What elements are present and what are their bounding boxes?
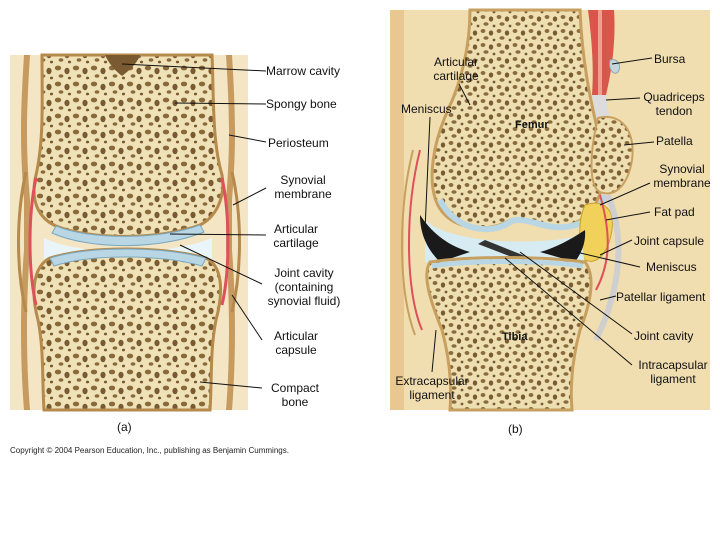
label-extracapsular-ligament: Extracapsular ligament — [394, 374, 470, 402]
label-synovial-membrane-line2: membrane — [266, 187, 340, 201]
label-joint-cavity-a-line2: (containing — [262, 280, 346, 294]
upper-bone — [34, 55, 223, 236]
label-compact-bone-line1: Compact — [266, 381, 324, 395]
label-bursa: Bursa — [654, 52, 685, 66]
label-synovial-membrane-line1: Synovial — [266, 173, 340, 187]
caption-panel-a: (a) — [117, 420, 132, 434]
label-joint-capsule: Joint capsule — [634, 234, 704, 248]
label-articular-capsule: Articular capsule — [266, 329, 326, 357]
label-meniscus-left: Meniscus — [401, 102, 452, 116]
copyright-text: Copyright © 2004 Pearson Education, Inc.… — [10, 444, 289, 458]
label-tibia: Tibia — [502, 330, 527, 344]
label-joint-cavity-b: Joint cavity — [634, 329, 693, 343]
label-femur: Femur — [515, 118, 549, 132]
caption-panel-b: (b) — [508, 422, 523, 436]
label-periosteum: Periosteum — [268, 136, 329, 150]
label-quadriceps-line1: Quadriceps — [638, 90, 710, 104]
label-synovial-membrane-b: Synovial membrane — [650, 162, 714, 190]
label-joint-cavity-a-line1: Joint cavity — [262, 266, 346, 280]
label-extracapsular-line1: Extracapsular — [394, 374, 470, 388]
label-articular-capsule-line1: Articular — [266, 329, 326, 343]
label-compact-bone-line2: bone — [266, 395, 324, 409]
label-synovial-membrane: Synovial membrane — [266, 173, 340, 201]
label-articular-cartilage-b-line1: Articular — [426, 55, 486, 69]
label-patella: Patella — [656, 134, 693, 148]
label-quadriceps-tendon: Quadriceps tendon — [638, 90, 710, 118]
label-extracapsular-line2: ligament — [394, 388, 470, 402]
panel-a-illustration — [10, 55, 266, 410]
label-marrow-cavity: Marrow cavity — [266, 64, 340, 78]
label-intracapsular-ligament: Intracapsular ligament — [632, 358, 714, 386]
label-joint-cavity-a-line3: synovial fluid) — [262, 294, 346, 308]
label-articular-capsule-line2: capsule — [266, 343, 326, 357]
label-joint-cavity-a: Joint cavity (containing synovial fluid) — [262, 266, 346, 308]
label-articular-cartilage-b-line2: cartilage — [426, 69, 486, 83]
label-quadriceps-line2: tendon — [638, 104, 710, 118]
label-intracapsular-line1: Intracapsular — [632, 358, 714, 372]
label-synovial-b-line1: Synovial — [650, 162, 714, 176]
label-synovial-b-line2: membrane — [650, 176, 714, 190]
label-patellar-ligament: Patellar ligament — [616, 290, 705, 304]
label-articular-cartilage-b: Articular cartilage — [426, 55, 486, 83]
label-compact-bone: Compact bone — [266, 381, 324, 409]
label-articular-cartilage-a: Articular cartilage — [266, 222, 326, 250]
label-articular-cartilage-a-line1: Articular — [266, 222, 326, 236]
label-articular-cartilage-a-line2: cartilage — [266, 236, 326, 250]
label-fat-pad: Fat pad — [654, 205, 695, 219]
label-spongy-bone: Spongy bone — [266, 97, 337, 111]
label-meniscus-right: Meniscus — [646, 260, 697, 274]
label-intracapsular-line2: ligament — [632, 372, 714, 386]
lower-bone — [34, 249, 221, 410]
